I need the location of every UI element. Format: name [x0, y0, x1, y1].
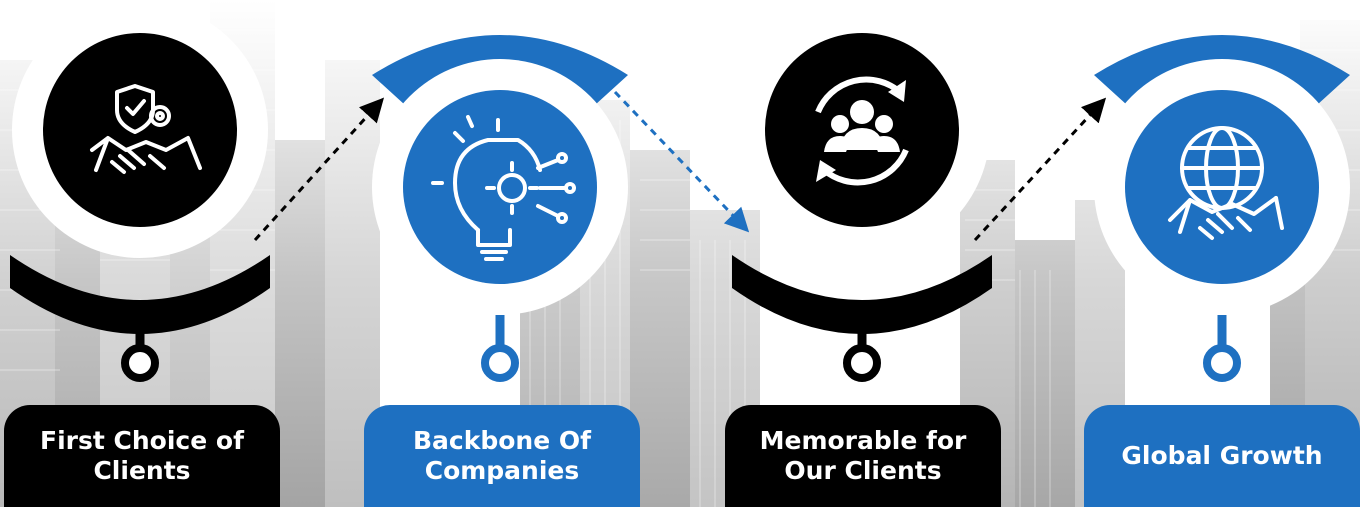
- step-4-label-pill: Global Growth: [1084, 405, 1360, 507]
- step-2-ring: [481, 344, 519, 382]
- step-1: [10, 2, 270, 382]
- step-4-ring: [1203, 344, 1241, 382]
- step-4-label: Global Growth: [1121, 441, 1323, 470]
- people-cycle-icon: [815, 76, 909, 186]
- step-3-label: Memorable for Our Clients: [759, 426, 967, 485]
- step-1-label-pill: First Choice of Clients: [4, 405, 280, 507]
- step-3-label-pill: Memorable for Our Clients: [725, 405, 1001, 507]
- step-4: [1094, 35, 1350, 382]
- connector-arrow-2-3: [613, 90, 750, 233]
- step-3-bowl: [732, 255, 992, 334]
- step-2-label-pill: Backbone Of Companies: [364, 405, 640, 507]
- step-1-bowl: [10, 255, 270, 334]
- step-1-label: First Choice of Clients: [40, 426, 244, 485]
- step-3: [732, 2, 992, 382]
- connector-arrow-3-4: [973, 97, 1107, 242]
- globe-handshake-icon: [1168, 126, 1284, 240]
- step-1-ring: [121, 344, 159, 382]
- lightbulb-gear-circuit-icon: [431, 115, 576, 261]
- step-3-ring: [843, 344, 881, 382]
- step-2-label: Backbone Of Companies: [412, 426, 592, 485]
- handshake-shield-gear-icon: [90, 84, 202, 174]
- step-2: [372, 35, 628, 382]
- connector-arrow-1-2: [253, 97, 385, 242]
